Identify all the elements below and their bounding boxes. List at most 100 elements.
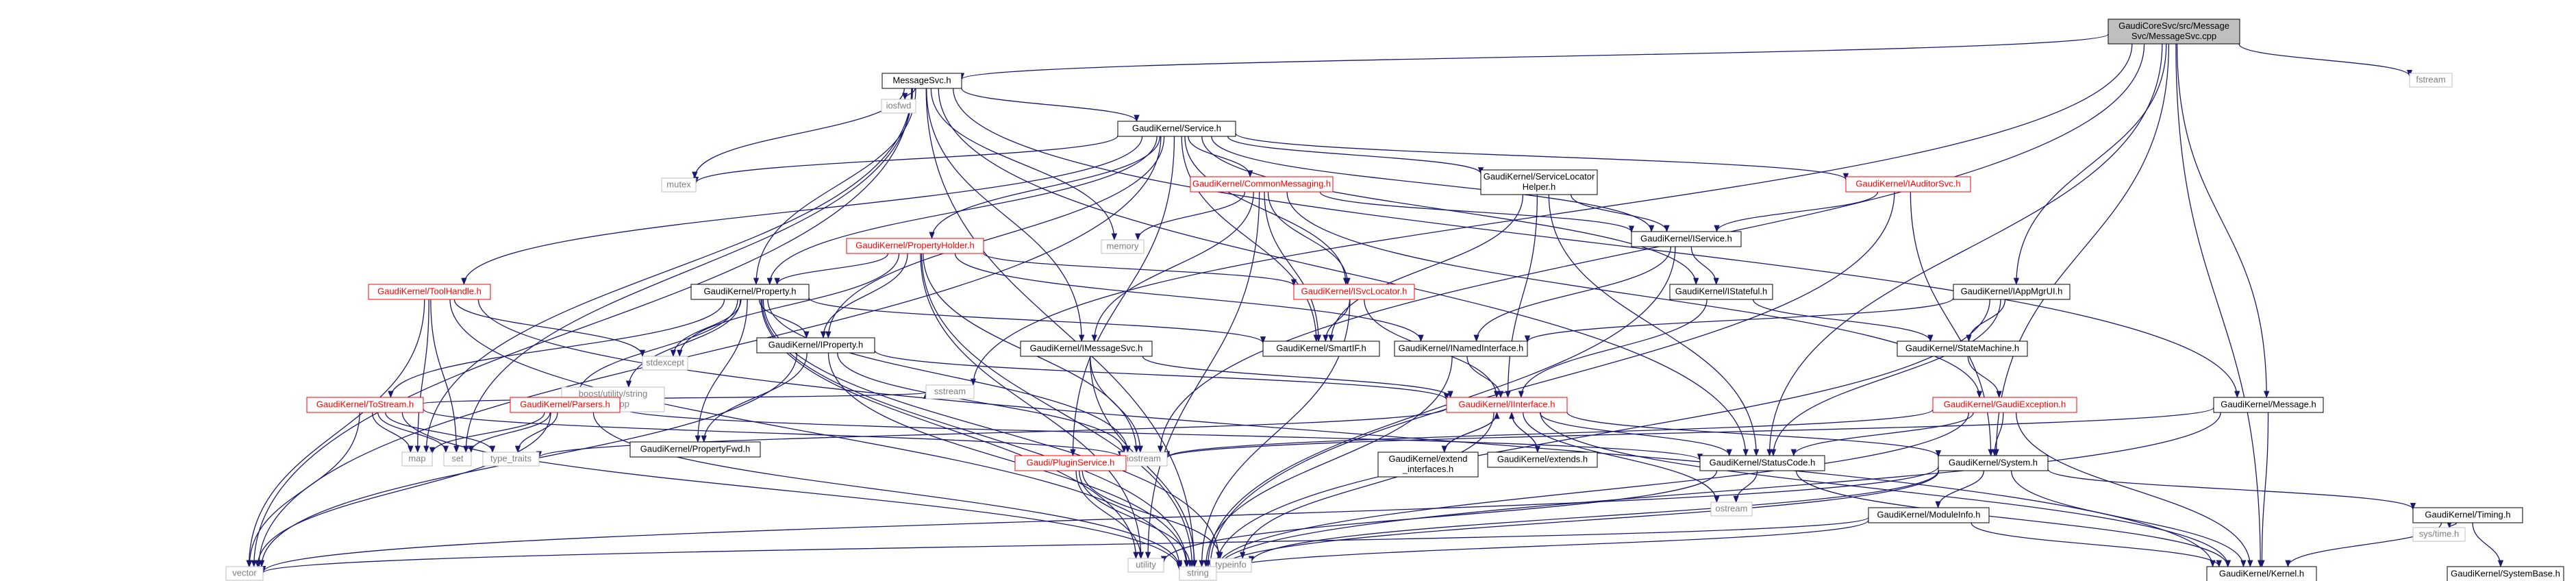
- node-box: [2447, 566, 2564, 581]
- node-service-h[interactable]: GaudiKernel/Service.h: [1117, 121, 1236, 137]
- edge-property_h-to-smartif: [808, 297, 1266, 344]
- node-imessagesvc[interactable]: GaudiKernel/IMessageSvc.h: [1020, 341, 1153, 357]
- edge-imessagesvc-to-iinterface: [1142, 356, 1453, 399]
- edge-message_h-to-kernel_h: [2259, 412, 2269, 568]
- edge-tostream-to-iostream: [423, 408, 1123, 458]
- edge-moduleinfo-to-kernel_h: [1971, 522, 2222, 568]
- node-label: GaudiKernel/ISvcLocator.h: [1301, 286, 1408, 297]
- node-layer: GaudiCoreSvc/src/MessageSvc/MessageSvc.c…: [225, 18, 2564, 581]
- edge-moduleinfo-to-string: [1214, 519, 1869, 573]
- edge-layer: [246, 34, 2504, 574]
- node-box: [690, 284, 810, 300]
- node-label: GaudiKernel/IMessageSvc.h: [1030, 343, 1143, 354]
- edge-toolhandle-to-stdexcept: [453, 299, 646, 358]
- node-label: GaudiCoreSvc/src/Message: [2118, 21, 2229, 31]
- node-commonmessaging[interactable]: GaudiKernel/CommonMessaging.h: [1190, 176, 1334, 193]
- node-kernel-h[interactable]: GaudiKernel/Kernel.h: [2206, 566, 2317, 581]
- edge-commonmessaging-to-smartif: [1264, 191, 1322, 343]
- node-label: GaudiKernel/SystemBase.h: [2451, 569, 2560, 579]
- node-statemachine[interactable]: GaudiKernel/StateMachine.h: [1897, 341, 2028, 357]
- node-toolhandle[interactable]: GaudiKernel/ToolHandle.h: [368, 284, 491, 300]
- node-inamedinterface[interactable]: GaudiKernel/INamedInterface.h: [1394, 341, 1528, 357]
- node-statuscode[interactable]: GaudiKernel/StatusCode.h: [1699, 455, 1825, 471]
- node-iinterface[interactable]: GaudiKernel/IInterface.h: [1446, 397, 1568, 413]
- edge-commonmessaging-to-imessagesvc: [1091, 191, 1254, 343]
- node-box: [756, 337, 875, 354]
- node-moduleinfo[interactable]: GaudiKernel/ModuleInfo.h: [1868, 507, 1990, 523]
- node-tostream[interactable]: GaudiKernel/ToStream.h: [306, 397, 424, 413]
- edge-propertyholder-to-isvclocator: [983, 252, 1297, 286]
- edge-iappmgrui-to-string: [1213, 299, 1990, 568]
- node-label: sstream: [934, 386, 966, 397]
- edge-iappmgrui-to-inamedinterface: [1525, 297, 1954, 343]
- node-label: GaudiKernel/INamedInterface.h: [1399, 343, 1524, 354]
- node-message-h[interactable]: GaudiKernel/Message.h: [2213, 397, 2324, 413]
- edge-iinterface-to-kernel_h: [1540, 412, 2231, 568]
- node-label: GaudiKernel/IProperty.h: [768, 340, 864, 350]
- node-box: [1487, 452, 1598, 468]
- node-box: [401, 452, 433, 467]
- edge-propertyholder-to-inamedinterface: [954, 253, 1424, 343]
- edge-service_h-to-pluginservice: [1070, 136, 1175, 457]
- node-box: [642, 356, 688, 371]
- node-systime: sys/time.h: [2412, 527, 2466, 542]
- node-box: [1938, 455, 2049, 471]
- node-propertyholder[interactable]: GaudiKernel/PropertyHolder.h: [846, 238, 984, 254]
- edge-service_h-to-servicelocatorhelper: [1227, 136, 1484, 175]
- edge-messagesvc_h-to-vector: [251, 88, 912, 568]
- node-extend-interfaces[interactable]: GaudiKernel/extend_interfaces.h: [1377, 452, 1479, 478]
- node-systembase[interactable]: GaudiKernel/SystemBase.h: [2447, 566, 2564, 581]
- node-box: [1394, 341, 1528, 357]
- node-box: [1101, 239, 1145, 254]
- node-box: [225, 566, 264, 581]
- node-label: GaudiKernel/PropertyHolder.h: [855, 240, 974, 251]
- node-messagesvc-h[interactable]: MessageSvc.h: [881, 73, 962, 89]
- edge-parsers-to-string: [592, 412, 1183, 569]
- edge-gaudiexception-to-kernel_h: [2016, 412, 2253, 568]
- node-timing[interactable]: GaudiKernel/Timing.h: [2412, 507, 2523, 523]
- edge-message_h-to-string: [1213, 412, 2221, 571]
- node-pluginservice[interactable]: Gaudi/PluginService.h: [1014, 455, 1127, 471]
- node-label: Gaudi/PluginService.h: [1027, 458, 1115, 468]
- node-gaudiexception[interactable]: GaudiKernel/GaudiException.h: [1932, 397, 2077, 413]
- edge-isvclocator-to-smartif: [1323, 299, 1351, 343]
- node-iauditorsvc[interactable]: GaudiKernel/IAuditorSvc.h: [1845, 176, 1971, 193]
- node-stdexcept: stdexcept: [642, 356, 688, 371]
- node-box: [1293, 284, 1415, 300]
- node-ostream: ostream: [1710, 502, 1753, 517]
- node-parsers[interactable]: GaudiKernel/Parsers.h: [510, 397, 621, 413]
- node-system-h[interactable]: GaudiKernel/System.h: [1938, 455, 2049, 471]
- edge-system_h-to-timing: [2047, 469, 2416, 510]
- node-label: vector: [232, 568, 257, 578]
- edge-commonmessaging-to-utility: [1145, 191, 1260, 560]
- edge-root-to-system_h: [1993, 43, 2170, 457]
- edge-property_h-to-boost_string_ref: [625, 299, 741, 388]
- node-sstream: sstream: [925, 384, 975, 399]
- edge-messagesvc_h-to-map: [423, 88, 912, 454]
- node-iappmgrui[interactable]: GaudiKernel/IAppMgrUI.h: [1953, 284, 2071, 300]
- node-label: Helper.h: [1523, 182, 1555, 192]
- edge-moduleinfo-to-vector: [260, 517, 1869, 574]
- edge-commonmessaging-to-iservice: [1319, 191, 1635, 233]
- node-propertyfwd[interactable]: GaudiKernel/PropertyFwd.h: [629, 441, 761, 458]
- node-extends-h[interactable]: GaudiKernel/extends.h: [1487, 452, 1598, 468]
- node-iservice[interactable]: GaudiKernel/IService.h: [1631, 231, 1742, 247]
- node-iproperty[interactable]: GaudiKernel/IProperty.h: [756, 337, 875, 354]
- edge-iappmgrui-to-statuscode: [1770, 299, 2001, 457]
- edge-extend_interfaces-to-iinterface: [1444, 411, 1500, 453]
- node-isvclocator[interactable]: GaudiKernel/ISvcLocator.h: [1293, 284, 1415, 300]
- node-smartif[interactable]: GaudiKernel/SmartIF.h: [1262, 341, 1380, 357]
- edge-messagesvc_h-to-service_h: [961, 88, 1140, 123]
- edge-service_h-to-iauditorsvc: [1235, 132, 1849, 181]
- node-label: GaudiKernel/Message.h: [2221, 399, 2316, 410]
- node-label: _interfaces.h: [1402, 464, 1453, 474]
- edge-imessagesvc-to-iostream: [1090, 356, 1143, 454]
- node-label: iostream: [1127, 454, 1161, 464]
- node-type-traits: type_traits: [482, 452, 540, 467]
- node-istateful[interactable]: GaudiKernel/IStateful.h: [1669, 284, 1773, 300]
- node-property-h[interactable]: GaudiKernel/Property.h: [690, 284, 810, 300]
- node-box: [1868, 507, 1990, 523]
- edge-service_h-to-smartif: [1181, 136, 1319, 343]
- node-root[interactable]: GaudiCoreSvc/src/MessageSvc/MessageSvc.c…: [2108, 18, 2240, 45]
